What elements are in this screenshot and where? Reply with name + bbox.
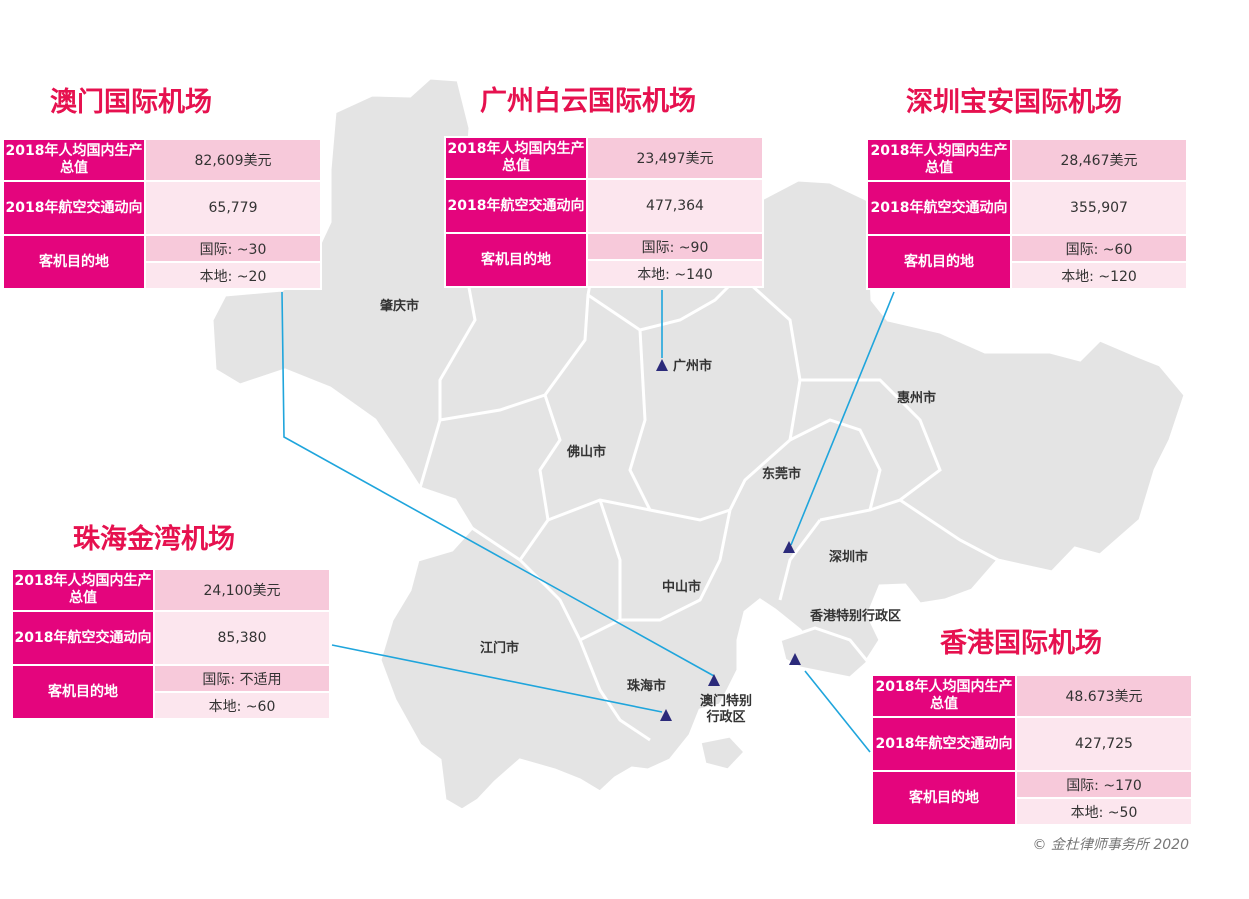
local-destinations: 本地: ~50 xyxy=(1015,797,1193,826)
stats-card-guangzhou: 2018年人均国内生产总值 23,497美元 2018年航空交通动向 477,3… xyxy=(444,136,764,288)
traffic-label: 2018年航空交通动向 xyxy=(11,610,155,666)
gdp-value: 82,609美元 xyxy=(144,138,322,182)
city-label-hongkong: 香港特别行政区 xyxy=(810,609,902,624)
stats-card-zhuhai: 2018年人均国内生产总值 24,100美元 2018年航空交通动向 85,38… xyxy=(11,568,331,720)
traffic-label: 2018年航空交通动向 xyxy=(444,178,588,234)
destinations-label: 客机目的地 xyxy=(871,770,1017,826)
traffic-value: 85,380 xyxy=(153,610,331,666)
marker-shenzhen-icon xyxy=(783,541,795,553)
traffic-value: 477,364 xyxy=(586,178,764,234)
city-label-zhuhai: 珠海市 xyxy=(627,679,667,694)
intl-destinations: 国际: 不适用 xyxy=(153,664,331,693)
gdp-value: 24,100美元 xyxy=(153,568,331,612)
intl-destinations: 国际: ~60 xyxy=(1010,234,1188,263)
traffic-label: 2018年航空交通动向 xyxy=(871,716,1017,772)
gdp-value: 23,497美元 xyxy=(586,136,764,180)
copyright-credit: © 金杜律师事务所 2020 xyxy=(1032,837,1189,853)
airport-title-hongkong: 香港国际机场 xyxy=(940,628,1102,659)
island xyxy=(698,734,748,772)
destinations-label: 客机目的地 xyxy=(2,234,146,290)
destinations-label: 客机目的地 xyxy=(11,664,155,720)
connector-zhuhai xyxy=(331,644,663,713)
traffic-label: 2018年航空交通动向 xyxy=(2,180,146,236)
city-label-zhongshan: 中山市 xyxy=(662,580,702,595)
city-label-foshan: 佛山市 xyxy=(567,445,607,460)
traffic-value: 427,725 xyxy=(1015,716,1193,772)
city-label-zhaoqing: 肇庆市 xyxy=(380,299,420,314)
gdp-value: 28,467美元 xyxy=(1010,138,1188,182)
local-destinations: 本地: ~140 xyxy=(586,259,764,288)
gdp-label: 2018年人均国内生产总值 xyxy=(11,568,155,612)
gdp-label: 2018年人均国内生产总值 xyxy=(871,674,1017,718)
local-destinations: 本地: ~60 xyxy=(153,691,331,720)
intl-destinations: 国际: ~90 xyxy=(586,232,764,261)
city-label-dongguan: 东莞市 xyxy=(762,467,802,482)
connector-hongkong xyxy=(804,670,871,753)
connector-macau xyxy=(281,291,715,677)
stats-card-shenzhen: 2018年人均国内生产总值 28,467美元 2018年航空交通动向 355,9… xyxy=(866,138,1188,290)
city-label-huizhou: 惠州市 xyxy=(897,391,937,406)
gdp-label: 2018年人均国内生产总值 xyxy=(2,138,146,182)
city-label-shenzhen: 深圳市 xyxy=(829,550,869,565)
stats-card-hongkong: 2018年人均国内生产总值 48.673美元 2018年航空交通动向 427,7… xyxy=(871,674,1193,826)
stats-card-macau: 2018年人均国内生产总值 82,609美元 2018年航空交通动向 65,77… xyxy=(2,138,322,290)
marker-guangzhou-icon xyxy=(656,359,668,371)
airport-title-shenzhen: 深圳宝安国际机场 xyxy=(906,87,1122,118)
connector-lines xyxy=(281,290,895,753)
destinations-label: 客机目的地 xyxy=(866,234,1012,290)
local-destinations: 本地: ~120 xyxy=(1010,261,1188,290)
airport-markers xyxy=(656,359,801,721)
marker-zhuhai-icon xyxy=(660,709,672,721)
hk-peninsula xyxy=(778,626,871,680)
intl-destinations: 国际: ~170 xyxy=(1015,770,1193,799)
gdp-value: 48.673美元 xyxy=(1015,674,1193,718)
traffic-value: 355,907 xyxy=(1010,180,1188,236)
airport-title-macau: 澳门国际机场 xyxy=(50,87,212,118)
airport-title-guangzhou: 广州白云国际机场 xyxy=(480,86,696,117)
traffic-value: 65,779 xyxy=(144,180,322,236)
gdp-label: 2018年人均国内生产总值 xyxy=(444,136,588,180)
city-label-guangzhou: 广州市 xyxy=(673,359,713,374)
city-label-jiangmen: 江门市 xyxy=(480,641,520,656)
destinations-label: 客机目的地 xyxy=(444,232,588,288)
local-destinations: 本地: ~20 xyxy=(144,261,322,290)
traffic-label: 2018年航空交通动向 xyxy=(866,180,1012,236)
marker-macau-icon xyxy=(708,674,720,686)
city-label-macau: 澳门特别行政区 xyxy=(699,694,752,725)
intl-destinations: 国际: ~30 xyxy=(144,234,322,263)
gdp-label: 2018年人均国内生产总值 xyxy=(866,138,1012,182)
connector-shenzhen xyxy=(790,291,895,546)
marker-hongkong-icon xyxy=(789,653,801,665)
airport-title-zhuhai: 珠海金湾机场 xyxy=(73,524,235,555)
